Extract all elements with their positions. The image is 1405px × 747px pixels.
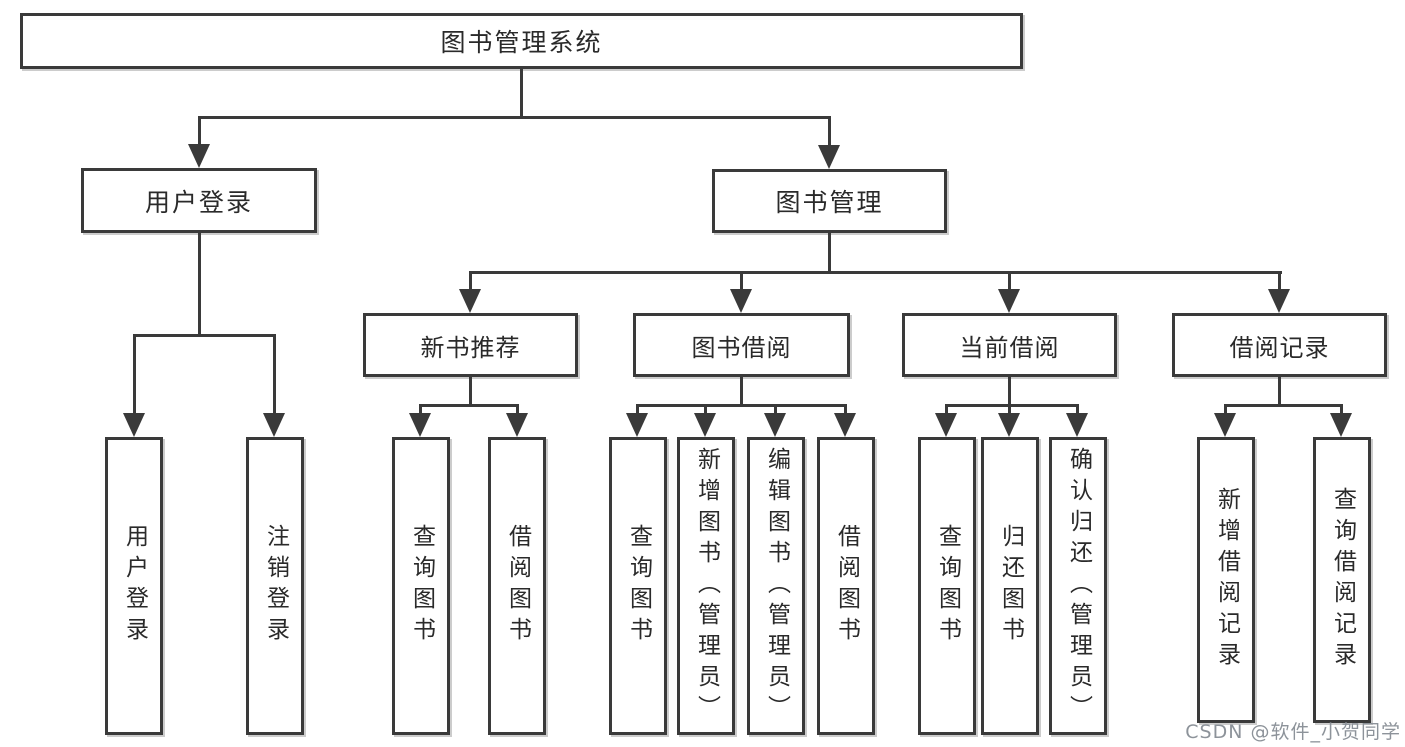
arrowhead-down-icon [818,145,840,169]
connector-stub [1008,404,1011,413]
connector-stub [133,334,136,413]
leaf-user-login: 用户登录 [105,437,163,735]
arrowhead-down-icon [694,413,716,437]
leaf-borrow-books: 借阅图书 [817,437,875,735]
connector-current-rail [945,404,1079,407]
arrowhead-down-icon [1268,289,1290,313]
leaf-edit-books-admin-label: 编辑图书（管理员） [763,446,790,726]
arrowhead-down-icon [263,413,285,437]
arrowhead-down-icon [834,413,856,437]
node-current-borrow: 当前借阅 [902,313,1117,377]
connector-userlogin-rail [133,334,276,337]
leaf-borrow-books-recommend: 借阅图书 [488,437,546,735]
connector-records-stem [1278,377,1281,406]
leaf-borrow-books-recommend-label: 借阅图书 [504,524,531,648]
arrowhead-down-icon [1066,413,1088,437]
node-new-book-recommend: 新书推荐 [363,313,578,377]
leaf-query-books-borrow: 查询图书 [609,437,667,735]
connector-root-rail [198,116,831,119]
arrowhead-down-icon [459,289,481,313]
arrowhead-down-icon [1330,413,1352,437]
leaf-user-login-label: 用户登录 [121,524,148,648]
leaf-confirm-return-admin: 确认归还（管理员） [1049,437,1107,735]
node-borrow-records-label: 借阅记录 [1229,333,1330,362]
connector-stub [704,404,707,413]
arrowhead-down-icon [935,413,957,437]
connector-bookmgmt-rail [469,271,1282,274]
node-current-borrow-label: 当前借阅 [959,333,1060,362]
leaf-logout: 注销登录 [246,437,304,735]
connector-stub [774,404,777,413]
connector-stub [469,271,472,289]
connector-stub [1076,404,1079,413]
connector-stub [198,116,201,146]
arrowhead-down-icon [1214,413,1236,437]
arrowhead-down-icon [998,413,1020,437]
connector-stub [273,334,276,413]
leaf-query-borrow-record-label: 查询借阅记录 [1329,487,1356,673]
node-book-borrow: 图书借阅 [633,313,850,377]
leaf-add-borrow-record-label: 新增借阅记录 [1213,487,1240,673]
leaf-query-borrow-record: 查询借阅记录 [1313,437,1371,723]
arrowhead-down-icon [188,144,210,168]
connector-stub [419,404,422,413]
connector-stub [828,116,831,146]
connector-stub [844,404,847,413]
connector-bookmgmt-stem [828,233,831,273]
connector-stub [740,271,743,289]
node-root-label: 图书管理系统 [440,28,603,57]
leaf-confirm-return-admin-label: 确认归还（管理员） [1065,446,1092,726]
node-new-book-recommend-label: 新书推荐 [420,333,521,362]
leaf-return-books: 归还图书 [981,437,1039,735]
connector-stub [636,404,639,413]
leaf-query-books-recommend-label: 查询图书 [408,524,435,648]
connector-stub [945,404,948,413]
arrowhead-down-icon [506,413,528,437]
node-user-login: 用户登录 [81,168,317,233]
leaf-query-books-recommend: 查询图书 [392,437,450,735]
leaf-borrow-books-label: 借阅图书 [833,524,860,648]
csdn-watermark: CSDN @软件_小贺同学 [1185,721,1401,743]
connector-userlogin-stem [198,233,201,336]
leaf-add-books-admin: 新增图书（管理员） [677,437,735,735]
connector-stub [516,404,519,413]
leaf-query-books-borrow-label: 查询图书 [625,524,652,648]
connector-recommend-stem [469,377,472,406]
leaf-edit-books-admin: 编辑图书（管理员） [747,437,805,735]
arrowhead-down-icon [409,413,431,437]
leaf-query-books-current-label: 查询图书 [934,524,961,648]
arrowhead-down-icon [998,289,1020,313]
leaf-return-books-label: 归还图书 [997,524,1024,648]
leaf-logout-label: 注销登录 [262,524,289,648]
arrowhead-down-icon [764,413,786,437]
node-book-management: 图书管理 [712,169,947,233]
node-root: 图书管理系统 [20,13,1023,69]
connector-records-rail [1224,404,1343,407]
leaf-add-books-admin-label: 新增图书（管理员） [693,446,720,726]
node-user-login-label: 用户登录 [144,187,253,217]
connector-root-stem [520,69,523,118]
connector-current-stem [1008,377,1011,406]
arrowhead-down-icon [123,413,145,437]
connector-borrow-stem [740,377,743,406]
node-borrow-records: 借阅记录 [1172,313,1387,377]
leaf-query-books-current: 查询图书 [918,437,976,735]
connector-stub [1008,271,1011,289]
connector-borrow-rail [636,404,847,407]
arrowhead-down-icon [626,413,648,437]
node-book-management-label: 图书管理 [775,188,884,217]
leaf-add-borrow-record: 新增借阅记录 [1197,437,1255,723]
arrowhead-down-icon [730,289,752,313]
node-book-borrow-label: 图书借阅 [691,333,792,362]
connector-recommend-rail [419,404,519,407]
connector-stub [1278,271,1281,289]
connector-stub [1224,404,1227,413]
connector-stub [1340,404,1343,413]
